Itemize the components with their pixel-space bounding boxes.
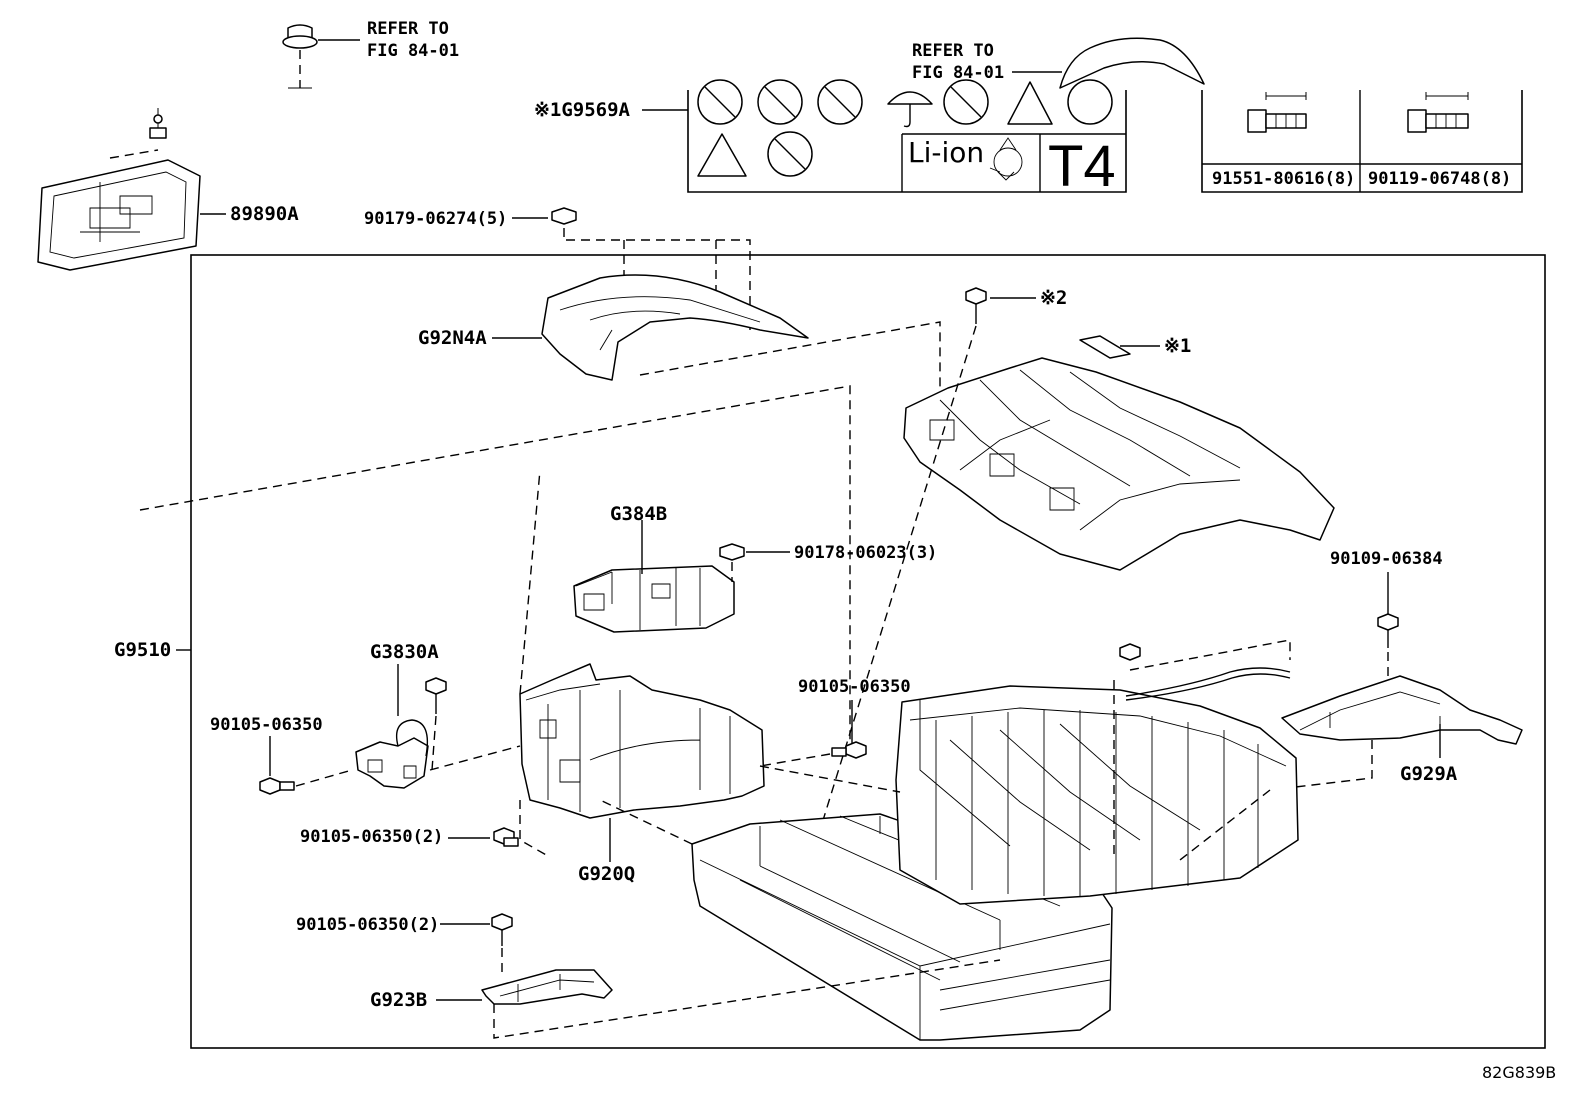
t4-text: T4 — [1048, 134, 1116, 199]
part-label-90109: 90109-06384 — [1330, 549, 1443, 569]
assembly-frame — [190, 254, 1546, 1049]
part-label-G92N4A: G92N4A — [418, 327, 487, 349]
bracket-G929A — [1269, 675, 1523, 791]
upper-battery-cover — [139, 357, 1335, 760]
note-2: ※2 — [1040, 287, 1067, 309]
part-label-G923B: G923B — [370, 989, 427, 1011]
part-label-90105-c: 90105-06350(2) — [300, 827, 443, 847]
refer-text-top-mid-line1: REFER TO — [912, 41, 994, 61]
part-label-G9569A: ※1G9569A — [534, 99, 631, 121]
flange-bolt-icon-a — [1247, 92, 1307, 133]
warning-label-G9569A: Li-ion T4 — [642, 79, 1127, 199]
umbrella-icon — [887, 91, 933, 128]
clip-refer-top-left — [282, 24, 360, 89]
bolt-table — [1201, 90, 1523, 193]
label-note1 — [1079, 335, 1160, 359]
figure-code: 82G839B — [1482, 1063, 1556, 1082]
bolt-code-a: 91551-80616(8) — [1212, 169, 1355, 189]
duct-G92N4A — [492, 239, 941, 406]
part-label-90105-a: 90105-06350 — [210, 715, 323, 735]
nut-90178 — [719, 543, 790, 582]
li-ion-text: Li-ion — [908, 136, 984, 169]
wire-harness — [1119, 643, 1291, 701]
bolt-code-b: 90119-06748(8) — [1368, 169, 1511, 189]
part-label-90105-d: 90105-06350(2) — [296, 915, 439, 935]
refer-text-top-left-line2: FIG 84-01 — [367, 41, 459, 61]
part-label-90179: 90179-06274(5) — [364, 209, 507, 229]
bolt-90105-c — [448, 827, 519, 847]
bolt-90109 — [1377, 572, 1399, 676]
cover-refer-top-mid — [1012, 37, 1205, 89]
bolt-90105-d — [440, 913, 513, 978]
bracket-G920Q — [519, 469, 765, 862]
prohibition-icons-row1 — [697, 79, 1113, 125]
flange-bolt-icon-b — [1407, 92, 1469, 133]
bolt-90105-b — [759, 700, 867, 767]
assembly-guide-lines — [599, 765, 1271, 861]
refer-text-top-mid-line2: FIG 84-01 — [912, 63, 1004, 83]
part-label-89890A: 89890A — [230, 203, 299, 225]
part-label-G929A: G929A — [1400, 763, 1458, 785]
refer-text-top-left-line1: REFER TO — [367, 19, 449, 39]
part-label-G9510: G9510 — [114, 639, 171, 661]
bolt-90105-a — [259, 736, 353, 795]
part-label-G3830A: G3830A — [370, 641, 439, 663]
part-label-G384B: G384B — [610, 503, 667, 525]
part-label-90105-b: 90105-06350 — [798, 677, 911, 697]
part-label-G920Q: G920Q — [578, 863, 635, 885]
battery-module-stack — [895, 639, 1299, 905]
clamp-G3830A — [355, 664, 521, 789]
prohibition-icons-row2 — [697, 131, 813, 177]
recycle-icon — [989, 137, 1023, 181]
part-label-90178: 90178-06023(3) — [794, 543, 937, 563]
note-1: ※1 — [1164, 335, 1191, 357]
block-G384B — [573, 520, 735, 633]
nut-90179 — [512, 207, 577, 240]
cover-plate-89890A — [37, 108, 226, 271]
bracket-G923B — [436, 959, 1001, 1039]
